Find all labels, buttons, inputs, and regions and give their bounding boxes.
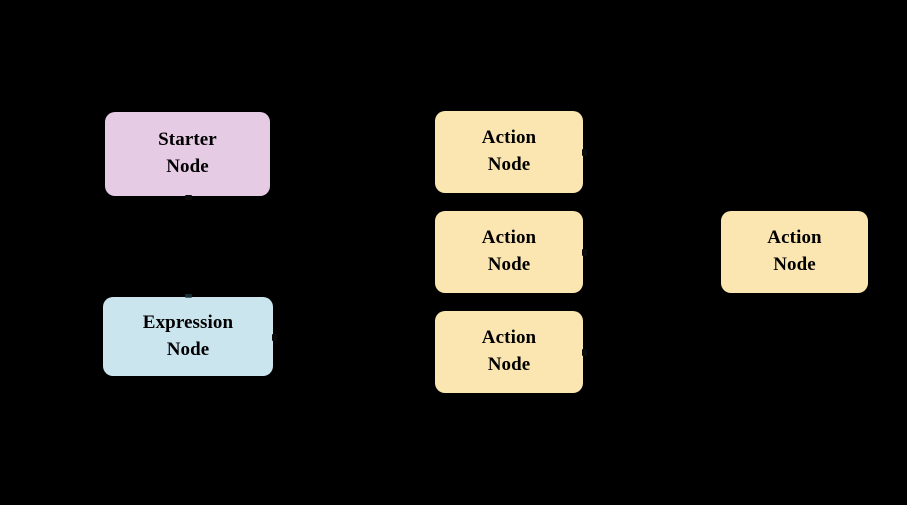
node-action-2[interactable]: Action Node bbox=[435, 211, 587, 293]
node-label-line2: Node bbox=[487, 154, 531, 175]
port-right-icon[interactable] bbox=[582, 149, 587, 156]
node-label-line1: Action bbox=[767, 227, 822, 249]
node-label-line2: Node bbox=[773, 254, 816, 275]
port-bottom-icon[interactable] bbox=[184, 195, 192, 200]
node-label-line1: Action bbox=[481, 327, 537, 349]
node-label-line1: Expression bbox=[142, 311, 234, 333]
node-label-line2: Node bbox=[166, 338, 210, 360]
node-label-line2: Node bbox=[166, 156, 209, 177]
node-action-1[interactable]: Action Node bbox=[435, 111, 587, 193]
node-label-line2: Node bbox=[487, 354, 531, 375]
node-expression[interactable]: Expression Node bbox=[103, 294, 277, 376]
node-label-line2: Node bbox=[487, 254, 531, 275]
port-top-icon[interactable] bbox=[185, 294, 192, 298]
node-label-line1: Action bbox=[481, 127, 537, 149]
node-action-4[interactable]: Action Node bbox=[721, 211, 868, 293]
node-action-3[interactable]: Action Node bbox=[435, 311, 587, 393]
port-right-icon[interactable] bbox=[582, 349, 587, 356]
port-right-icon[interactable] bbox=[582, 249, 587, 256]
node-label-line1: Action bbox=[481, 227, 537, 249]
node-starter[interactable]: Starter Node bbox=[105, 112, 270, 200]
port-right-icon[interactable] bbox=[272, 333, 277, 341]
node-label-line1: Starter bbox=[158, 129, 217, 151]
